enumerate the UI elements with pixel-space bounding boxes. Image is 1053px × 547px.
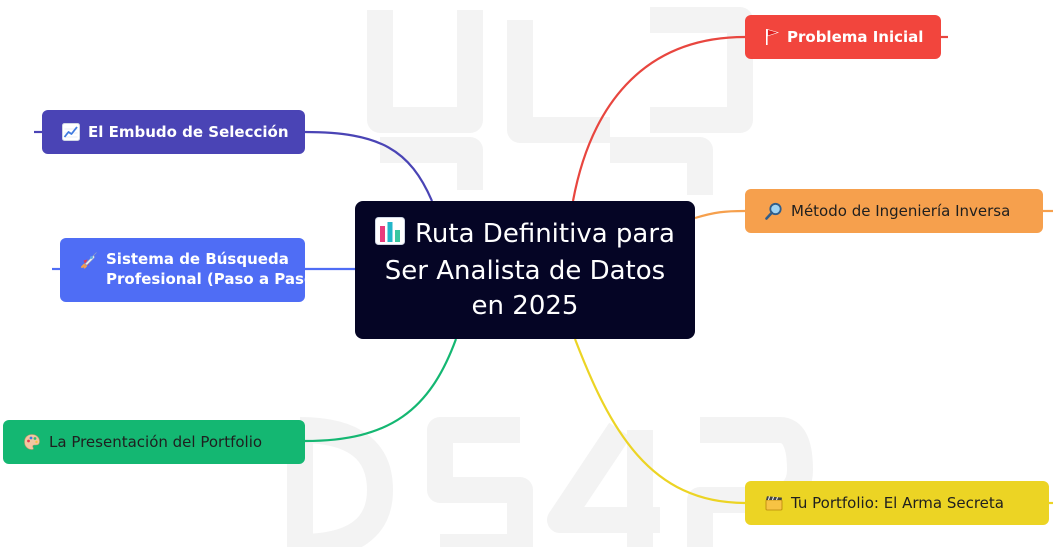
node-label-line-2: Profesional (Paso a Paso) — [106, 269, 322, 288]
node-problema-inicial[interactable]: Problema Inicial — [745, 15, 941, 59]
central-topic[interactable]: Ruta Definitiva para Ser Analista de Dat… — [355, 201, 695, 339]
red-flag-icon — [765, 28, 779, 46]
chart-increasing-icon — [62, 123, 80, 141]
node-metodo-ingenieria-inversa[interactable]: Método de Ingeniería Inversa — [745, 189, 1043, 233]
node-label-line-1: Sistema de Búsqueda — [106, 250, 289, 268]
magnifying-glass-icon — [765, 202, 783, 220]
central-topic-title: Ruta Definitiva para Ser Analista de Dat… — [384, 219, 675, 321]
node-sistema-busqueda-profesional[interactable]: Sistema de Búsqueda Profesional (Paso a … — [60, 238, 321, 302]
node-label: Sistema de Búsqueda Profesional (Paso a … — [106, 250, 321, 289]
node-presentacion-portfolio[interactable]: La Presentación del Portfolio — [3, 420, 305, 464]
node-label: Problema Inicial — [787, 27, 924, 46]
bar-chart-icon — [375, 217, 406, 254]
artist-palette-icon — [23, 433, 41, 451]
rocket-icon — [80, 251, 98, 269]
clapper-board-icon — [765, 495, 783, 511]
node-label: Método de Ingeniería Inversa — [791, 201, 1011, 220]
connector-presentacion — [304, 338, 458, 443]
node-label: Tu Portfolio: El Arma Secreta — [791, 493, 1004, 512]
connector-embudo — [304, 130, 434, 202]
node-label: El Embudo de Selección — [88, 122, 289, 141]
connector-portfolio-arma — [573, 338, 746, 505]
connector-problema-inicial — [571, 35, 746, 202]
connector-metodo — [694, 209, 746, 220]
node-tu-portfolio-arma-secreta[interactable]: Tu Portfolio: El Arma Secreta — [745, 481, 1049, 525]
node-label: La Presentación del Portfolio — [49, 432, 263, 451]
node-embudo-de-seleccion[interactable]: El Embudo de Selección — [42, 110, 305, 154]
